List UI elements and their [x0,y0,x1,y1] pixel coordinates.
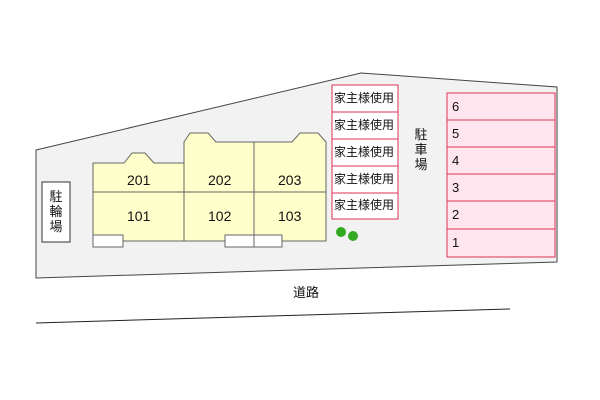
bicycle-parking-box [41,181,71,243]
parking-slot-2: 2 [452,207,460,222]
parking-slots [446,92,556,258]
road-edge [35,308,511,324]
parking-slot-1: 1 [452,235,460,250]
tree-icon [348,231,358,241]
parking-slot-5: 5 [452,126,460,141]
bicycle-parking-label: 駐 輪 場 [49,189,63,234]
owner-space-label: 家主様使用 [334,91,395,105]
unit-203: 203 [278,172,302,188]
owner-space-label: 家主様使用 [334,118,395,132]
entry-step [92,234,124,248]
owner-space-label: 家主様使用 [334,172,395,186]
tree-icon [336,227,346,237]
unit-202: 202 [208,172,232,188]
owner-space-label: 家主様使用 [334,198,395,212]
entry-step [253,234,283,248]
unit-101: 101 [127,208,151,224]
car-parking-label: 駐 車 場 [414,127,428,172]
road-label: 道路 [293,285,320,300]
parking-slot-3: 3 [452,180,460,195]
unit-102: 102 [208,208,232,224]
owner-space-label: 家主様使用 [334,145,395,159]
unit-103: 103 [278,208,302,224]
parking-slot-6: 6 [452,99,460,114]
owner-spaces [331,84,399,220]
apartment-building [92,132,327,242]
parking-slot-4: 4 [452,153,460,168]
unit-201: 201 [127,172,151,188]
